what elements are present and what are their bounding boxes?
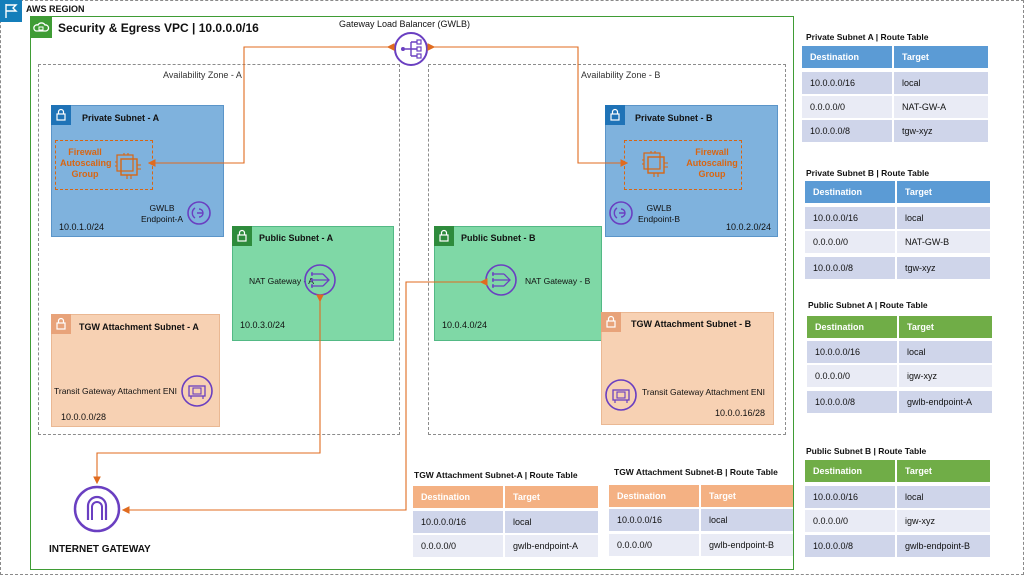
route-table-cell: 10.0.0.0/8 xyxy=(807,391,897,413)
route-table-cell: gwlb-endpoint-B xyxy=(701,534,793,556)
route-table-tgw-b-title: TGW Attachment Subnet-B | Route Table xyxy=(614,467,778,477)
lock-icon xyxy=(51,105,71,125)
route-table-header: Destination xyxy=(805,460,895,482)
route-table-cell: 0.0.0.0/0 xyxy=(413,535,503,557)
public-subnet-b-title: Public Subnet - B xyxy=(461,233,536,243)
route-table-cell: local xyxy=(505,511,598,533)
network-interface-icon xyxy=(604,378,638,412)
route-table-cell: NAT-GW-B xyxy=(897,231,990,253)
route-table-cell: 10.0.0.0/16 xyxy=(802,72,892,94)
route-table-cell: tgw-xyz xyxy=(897,257,990,279)
route-table-cell: gwlb-endpoint-A xyxy=(505,535,598,557)
route-table-cell: 0.0.0.0/0 xyxy=(805,510,895,532)
route-table-cell: 10.0.0.0/8 xyxy=(802,120,892,142)
private-subnet-b-title: Private Subnet - B xyxy=(635,113,713,123)
route-table-header: Destination xyxy=(609,485,699,507)
tgw-attachment-subnet-a-cidr: 10.0.0.0/28 xyxy=(61,412,107,422)
route-table-cell: 10.0.0.0/16 xyxy=(807,341,897,363)
route-table-cell: 0.0.0.0/0 xyxy=(807,365,897,387)
route-table-cell: igw-xyz xyxy=(899,365,992,387)
lock-icon xyxy=(51,314,71,334)
route-table-cell: NAT-GW-A xyxy=(894,96,988,118)
aws-region-flag-icon xyxy=(0,0,22,22)
route-table-cell: local xyxy=(897,486,990,508)
gwlb-endpoint-b-label: GWLB Endpoint-B xyxy=(638,203,681,224)
route-table-cell: 10.0.0.0/16 xyxy=(413,511,503,533)
tgw-attachment-subnet-b-title: TGW Attachment Subnet - B xyxy=(631,319,752,329)
route-table-private-b-title: Private Subnet B | Route Table xyxy=(806,168,930,178)
tgw-attachment-subnet-b-cidr: 10.0.0.16/28 xyxy=(715,408,766,418)
lock-icon xyxy=(601,312,621,332)
route-table-header: Destination xyxy=(802,46,892,68)
route-table-header: Target xyxy=(701,485,793,507)
route-table-cell: local xyxy=(897,207,990,229)
route-table-tgw-a-title: TGW Attachment Subnet-A | Route Table xyxy=(414,470,578,480)
vpc-label: Security & Egress VPC | 10.0.0.0/16 xyxy=(58,21,259,35)
firewall-asg-a-label: Firewall Autoscaling Group xyxy=(60,147,112,179)
firewall-asg-b-label: Firewall Autoscaling Group xyxy=(686,147,738,179)
route-table-cell: local xyxy=(894,72,988,94)
route-table-header: Destination xyxy=(413,486,503,508)
private-subnet-a-title: Private Subnet - A xyxy=(82,113,160,123)
gwlb-endpoint-b-icon xyxy=(608,200,634,226)
route-table-header: Target xyxy=(897,460,990,482)
nat-gateway-b-label: NAT Gateway - B xyxy=(525,276,591,286)
ec2-instance-icon xyxy=(640,149,672,181)
route-table-header: Target xyxy=(897,181,990,203)
route-table-header: Target xyxy=(894,46,988,68)
route-table-cell: igw-xyz xyxy=(897,510,990,532)
private-subnet-b xyxy=(605,105,778,237)
connector-nat-a-igw xyxy=(93,294,324,485)
route-table-private-a-title: Private Subnet A | Route Table xyxy=(806,32,929,42)
route-table-cell: 10.0.0.0/16 xyxy=(609,509,699,531)
private-subnet-a-cidr: 10.0.1.0/24 xyxy=(59,222,105,232)
ec2-instance-icon xyxy=(113,151,145,183)
gwlb-endpoint-a-label: GWLB Endpoint-A xyxy=(141,203,184,224)
route-table-cell: 0.0.0.0/0 xyxy=(802,96,892,118)
route-table-cell: 0.0.0.0/0 xyxy=(805,231,895,253)
gwlb-endpoint-a-icon xyxy=(186,200,212,226)
route-table-header: Target xyxy=(899,316,992,338)
route-table-cell: 10.0.0.0/16 xyxy=(805,207,895,229)
route-table-cell: local xyxy=(899,341,992,363)
private-subnet-b-cidr: 10.0.2.0/24 xyxy=(726,222,772,232)
route-table-cell: gwlb-endpoint-B xyxy=(897,535,990,557)
route-table-cell: 0.0.0.0/0 xyxy=(609,534,699,556)
connector-gwlb-firewall-b xyxy=(427,43,629,167)
lock-icon xyxy=(434,226,454,246)
route-table-header: Destination xyxy=(807,316,897,338)
route-table-cell: gwlb-endpoint-A xyxy=(899,391,992,413)
route-table-cell: tgw-xyz xyxy=(894,120,988,142)
connector-gwlb-firewall-a xyxy=(147,43,395,167)
route-table-public-b-title: Public Subnet B | Route Table xyxy=(806,446,927,456)
tgw-eni-b-label: Transit Gateway Attachment ENI xyxy=(642,387,765,397)
internet-gateway-label: INTERNET GATEWAY xyxy=(49,544,151,555)
route-table-cell: 10.0.0.0/16 xyxy=(805,486,895,508)
gateway-load-balancer-icon xyxy=(393,31,429,67)
tgw-attachment-subnet-b xyxy=(601,312,774,425)
public-subnet-a-title: Public Subnet - A xyxy=(259,233,334,243)
vpc-cloud-icon xyxy=(30,16,52,38)
vpc-frame xyxy=(30,16,794,570)
route-table-header: Destination xyxy=(805,181,895,203)
route-table-public-a-title: Public Subnet A | Route Table xyxy=(808,300,928,310)
internet-gateway-icon xyxy=(72,484,122,534)
route-table-cell: 10.0.0.0/8 xyxy=(805,535,895,557)
route-table-header: Target xyxy=(505,486,598,508)
gwlb-label: Gateway Load Balancer (GWLB) xyxy=(339,19,471,29)
aws-region-label: AWS REGION xyxy=(26,4,85,14)
route-table-cell: local xyxy=(701,509,793,531)
connector-nat-b-igw xyxy=(121,278,488,514)
route-table-cell: 10.0.0.0/8 xyxy=(805,257,895,279)
lock-icon xyxy=(232,226,252,246)
